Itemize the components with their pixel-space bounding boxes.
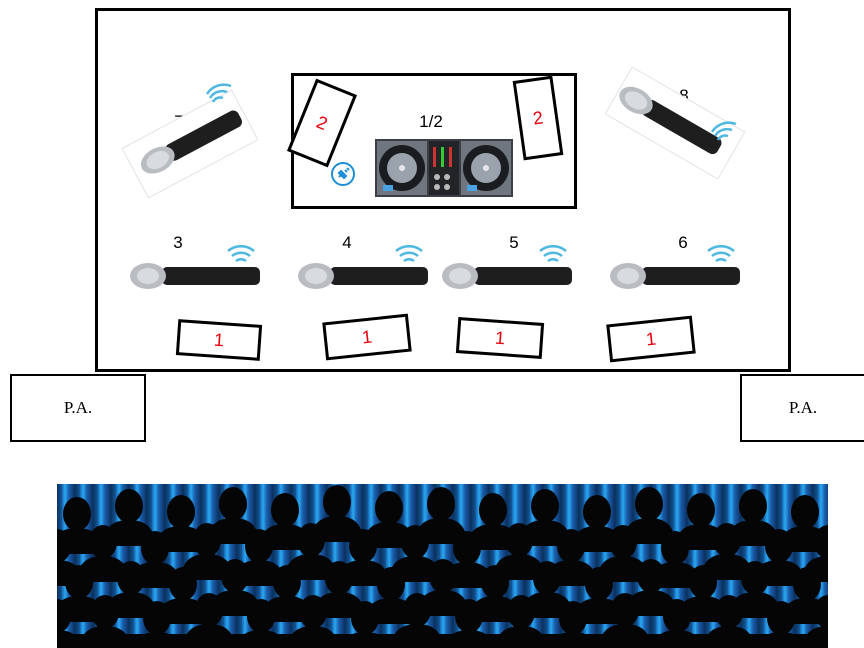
pa-speaker-right: P.A.	[740, 374, 864, 442]
front-monitor-4-label: 1	[645, 328, 657, 350]
front-monitor-1-label: 1	[213, 329, 224, 351]
wireless-microphone-icon	[296, 245, 432, 295]
audience-silhouette	[57, 484, 828, 648]
front-monitor-2-label: 1	[361, 326, 373, 348]
turntable-mixer-icon	[375, 139, 513, 197]
wireless-microphone-icon	[120, 80, 260, 200]
front-monitor-1: 1	[176, 319, 262, 361]
wireless-microphone-icon	[600, 62, 750, 182]
dj-monitor-right-label: 2	[532, 107, 545, 129]
pa-speaker-left-label: P.A.	[64, 398, 92, 418]
dj-channel-label: 1/2	[413, 112, 449, 132]
wireless-microphone-icon	[440, 245, 576, 295]
wireless-microphone-icon	[128, 245, 264, 295]
power-plug-icon	[331, 162, 355, 186]
pa-speaker-right-label: P.A.	[789, 398, 817, 418]
front-monitor-3-label: 1	[494, 327, 505, 349]
wireless-microphone-icon	[608, 245, 744, 295]
front-monitor-3: 1	[456, 317, 544, 359]
dj-monitor-left-label: 2	[313, 111, 330, 134]
pa-speaker-left: P.A.	[10, 374, 146, 442]
